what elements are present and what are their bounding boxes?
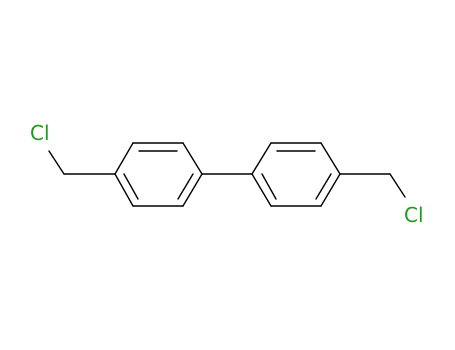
benzene-ring-right [251,142,341,207]
bond-ch2-cl-right [389,173,406,198]
bond-cl-ch2-left [48,150,65,175]
benzene-ring-left [114,142,203,207]
atom-label-cl-right: Cl [404,203,424,227]
atom-label-cl-left: Cl [30,121,50,145]
